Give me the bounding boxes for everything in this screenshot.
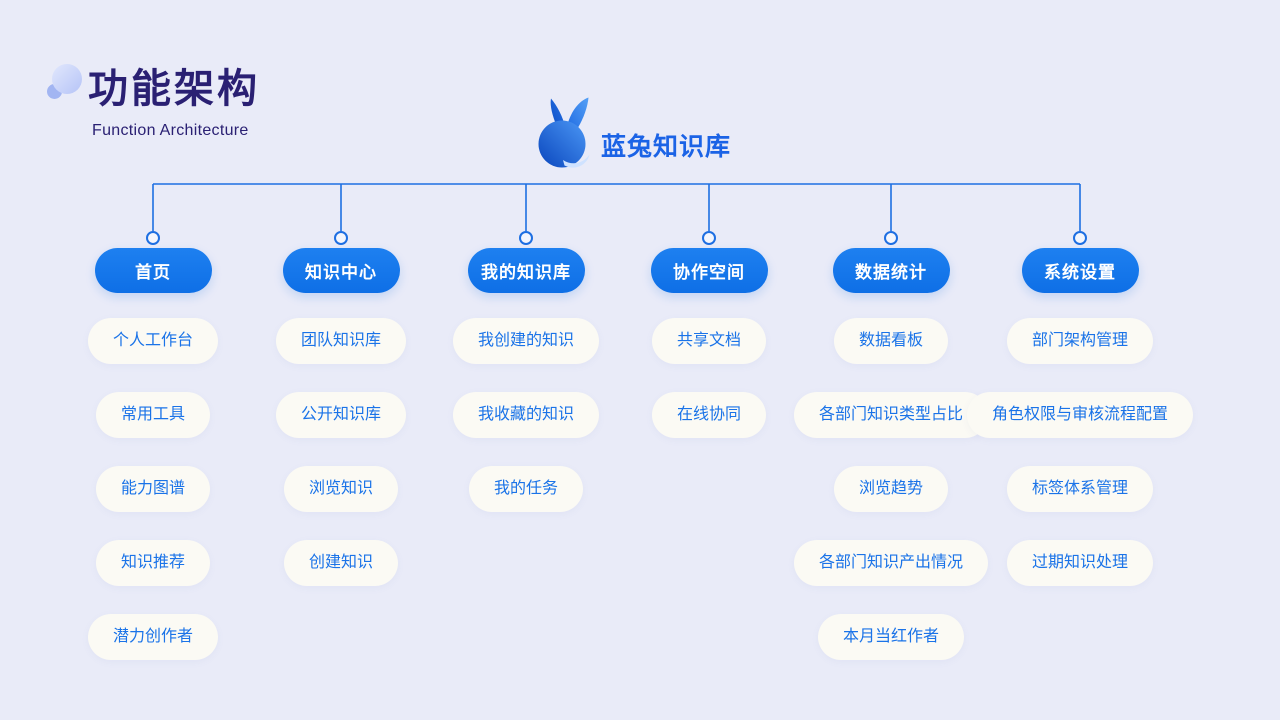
child-pill: 浏览知识 [283, 466, 399, 512]
logo-text: 蓝兔知识库 [601, 133, 732, 161]
rabbit-logo-icon [538, 97, 590, 168]
child-pill: 我的任务 [468, 466, 584, 512]
branch-pill: 我的知识库 [467, 248, 585, 293]
connector-ring-icon [702, 231, 716, 245]
child-pill: 公开知识库 [275, 392, 407, 438]
child-pill: 各部门知识类型占比 [793, 392, 989, 438]
child-pill: 各部门知识产出情况 [793, 540, 989, 586]
child-pill: 共享文档 [651, 318, 767, 364]
branch-pill: 系统设置 [1021, 248, 1139, 293]
branch-pill: 协作空间 [650, 248, 768, 293]
tree-connectors [146, 183, 1087, 245]
child-pill: 我创建的知识 [452, 318, 600, 364]
child-pill: 标签体系管理 [1006, 466, 1154, 512]
page-title: 功能架构 [88, 67, 260, 111]
child-pill: 知识推荐 [95, 540, 211, 586]
title-decoration-circle-icon [52, 64, 82, 94]
child-pill: 潜力创作者 [87, 614, 219, 660]
child-pill: 能力图谱 [95, 466, 211, 512]
connector-ring-icon [334, 231, 348, 245]
child-pill: 角色权限与审核流程配置 [966, 392, 1194, 438]
child-pill: 部门架构管理 [1006, 318, 1154, 364]
connector-ring-icon [1073, 231, 1087, 245]
child-pill: 常用工具 [95, 392, 211, 438]
connector-ring-icon [519, 231, 533, 245]
child-pill: 数据看板 [833, 318, 949, 364]
child-pill: 本月当红作者 [817, 614, 965, 660]
branch-pill: 知识中心 [282, 248, 400, 293]
page-subtitle: Function Architecture [92, 122, 249, 139]
connector-ring-icon [146, 231, 160, 245]
connector-ring-icon [884, 231, 898, 245]
child-pill: 创建知识 [283, 540, 399, 586]
child-pill: 我收藏的知识 [452, 392, 600, 438]
branch-pill: 首页 [94, 248, 212, 293]
connector-lines [152, 183, 1081, 231]
child-pill: 在线协同 [651, 392, 767, 438]
child-pill: 团队知识库 [275, 318, 407, 364]
child-pill: 个人工作台 [87, 318, 219, 364]
branch-pill: 数据统计 [832, 248, 950, 293]
child-pill: 过期知识处理 [1006, 540, 1154, 586]
child-pill: 浏览趋势 [833, 466, 949, 512]
